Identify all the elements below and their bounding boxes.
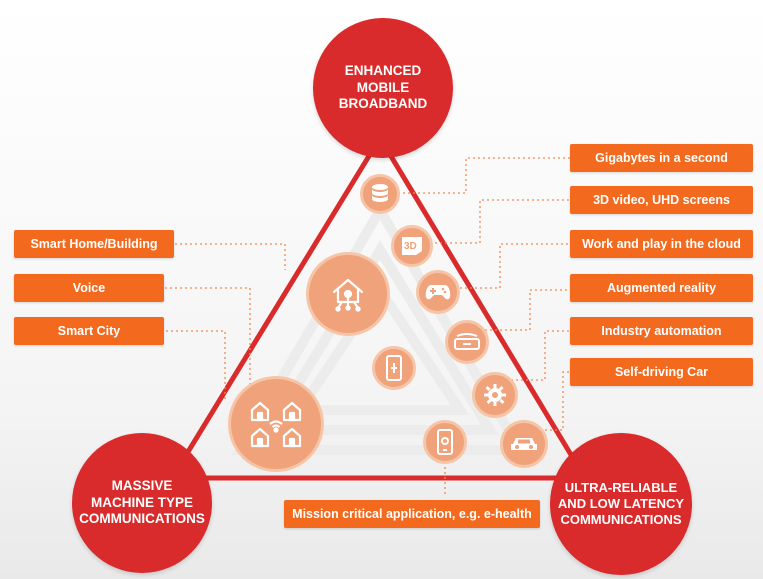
- tag-cloud-label: Work and play in the cloud: [582, 237, 741, 251]
- tag-mission-critical: Mission critical application, e.g. e-hea…: [284, 500, 540, 528]
- car-icon: [500, 420, 548, 468]
- main-triangle: [169, 135, 588, 481]
- tag-gigabytes-label: Gigabytes in a second: [595, 151, 728, 165]
- tag-self-driving-car: Self-driving Car: [570, 358, 753, 386]
- smart-home-icon: [306, 252, 390, 336]
- tag-augmented-reality: Augmented reality: [570, 274, 753, 302]
- tag-voice-label: Voice: [72, 281, 106, 295]
- database-icon: [360, 174, 400, 214]
- tag-voice: Voice: [14, 274, 164, 302]
- tag-gigabytes: Gigabytes in a second: [570, 144, 753, 172]
- 3d-icon-text: 3D: [404, 241, 417, 252]
- vr-headset-icon: [445, 320, 489, 364]
- connector-smart-city: [126, 330, 226, 400]
- tag-industry-label: Industry automation: [601, 324, 722, 338]
- tag-ar-label: Augmented reality: [606, 281, 717, 295]
- tag-smart-city: Smart City: [14, 317, 164, 345]
- gamepad-icon: [416, 270, 460, 314]
- tag-3d-video: 3D video, UHD screens: [570, 186, 753, 214]
- gear-icon: [472, 372, 518, 418]
- hub-embb-label: ENHANCED MOBILE BROADBAND: [338, 62, 428, 112]
- 3d-icon: 3D: [391, 225, 433, 267]
- tag-industry-automation: Industry automation: [570, 317, 753, 345]
- tag-mission-critical-label: Mission critical application, e.g. e-hea…: [292, 507, 532, 521]
- hub-enhanced-mobile-broadband: ENHANCED MOBILE BROADBAND: [313, 18, 453, 158]
- hub-ultra-reliable-low-latency: ULTRA-RELIABLE AND LOW LATENCY COMMUNICA…: [550, 433, 692, 575]
- tag-car-label: Self-driving Car: [614, 365, 709, 379]
- mobile-health-icon: [372, 346, 416, 390]
- hub-mmtc-label: MASSIVE MACHINE TYPE COMMUNICATIONS: [79, 477, 205, 527]
- tag-smart-home-label: Smart Home/Building: [30, 237, 158, 251]
- connector-gigabytes: [398, 157, 570, 194]
- connector-3d-video: [430, 199, 570, 244]
- tag-cloud: Work and play in the cloud: [570, 230, 753, 258]
- hub-massive-machine-type: MASSIVE MACHINE TYPE COMMUNICATIONS: [72, 433, 212, 573]
- connector-voice: [140, 287, 251, 400]
- hub-urllc-label: ULTRA-RELIABLE AND LOW LATENCY COMMUNICA…: [557, 479, 685, 528]
- connector-smart-home: [175, 243, 286, 270]
- tag-smart-city-label: Smart City: [57, 324, 121, 338]
- connector-cloud: [440, 243, 570, 289]
- connector-industry: [496, 330, 570, 381]
- connectors: [126, 157, 570, 497]
- connector-ar: [470, 289, 570, 331]
- tag-3d-video-label: 3D video, UHD screens: [593, 193, 730, 207]
- smart-city-icon: [228, 376, 324, 472]
- mobile-monitor-icon: [423, 420, 467, 464]
- tag-smart-home: Smart Home/Building: [14, 230, 174, 258]
